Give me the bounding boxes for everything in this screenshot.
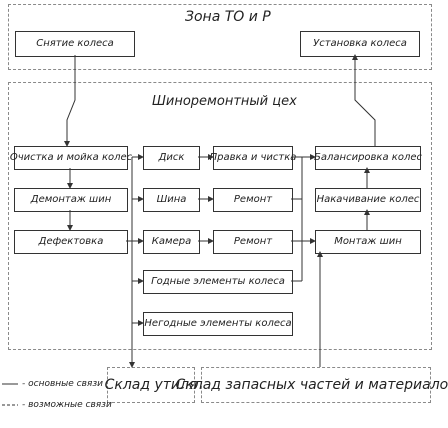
tire-box: Шина — [143, 188, 200, 212]
wheel-install-box: Установка колеса — [300, 31, 420, 57]
spare-parts-storage: Склад запасных частей и материалов — [176, 367, 448, 403]
tire-shop-zone-title: Шиноремонтный цех — [152, 94, 297, 109]
inflation-box: Накачивание колес — [315, 188, 421, 212]
mounting-box: Монтаж шин — [315, 230, 421, 254]
straighten-box: Правка и чистка — [210, 146, 296, 170]
good-parts-box: Годные элементы колеса — [143, 270, 293, 294]
defect-box: Дефектовка — [14, 230, 128, 254]
scrap-storage: Склад утиля — [105, 367, 197, 403]
repair-tire-box: Ремонт — [213, 188, 293, 212]
tire-shop-zone — [8, 82, 432, 350]
balancing-box: Балансировка колес — [314, 146, 422, 170]
bad-parts-box: Негодные элементы колеса — [143, 312, 293, 336]
legend-possible-links: - возможные связи — [22, 400, 112, 410]
tube-box: Камера — [143, 230, 200, 254]
disc-box: Диск — [143, 146, 200, 170]
legend-main-links: - основные связи — [22, 379, 103, 389]
maintenance-zone — [8, 4, 432, 70]
cleaning-box: Очистка и мойка колес — [10, 146, 132, 170]
maintenance-zone-title: Зона ТО и Р — [185, 9, 271, 25]
repair-tube-box: Ремонт — [213, 230, 293, 254]
